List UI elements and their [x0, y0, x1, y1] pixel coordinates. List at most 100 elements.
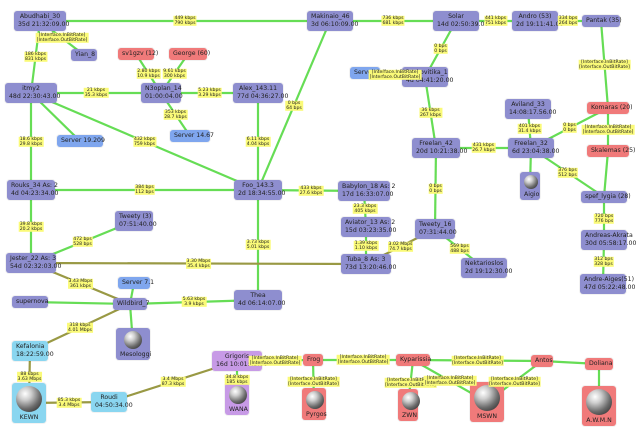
node-mesologgi[interactable]: Mesologgi — [116, 328, 152, 360]
node-name: Alex_143.11 — [238, 85, 278, 92]
node-aigio[interactable]: Aigio — [520, 172, 540, 200]
node-george[interactable]: George (60) — [169, 48, 210, 60]
node-name: Freelan_42 — [419, 140, 453, 147]
node-zwn[interactable]: ZWN — [398, 389, 420, 421]
rx-rate: 39.8 kbps — [19, 221, 43, 227]
node-name: Tweety_16 — [419, 221, 452, 228]
node-antos[interactable]: Antos — [531, 355, 553, 367]
globe-icon — [474, 385, 500, 411]
node-server19[interactable]: Server 19.209 — [57, 135, 105, 147]
tx-rate: 751 kbps — [484, 21, 507, 26]
rx-rate: 21 kbps — [86, 87, 106, 93]
node-kewn[interactable]: KEWN — [12, 383, 46, 423]
node-name: Mesologgi — [120, 351, 152, 358]
node-andro[interactable]: Andro (53)2d 19:11:41.00 — [512, 11, 563, 31]
link-skalemas-spef[interactable] — [602, 150, 610, 198]
rx-rate: 5.23 kbps — [198, 87, 221, 93]
node-wana[interactable]: WANA — [225, 383, 249, 415]
node-tweety3[interactable]: Tweety (3)07:51:40.00 — [115, 211, 157, 231]
node-name: Kyparissia — [400, 356, 432, 363]
node-name: spef_lygia (28) — [585, 193, 631, 200]
node-uptime: 2d 18:34:55.00 — [238, 190, 286, 197]
node-name: Antos — [535, 357, 553, 364]
node-frog[interactable]: Frog — [303, 354, 323, 366]
tx-rate: 74.7 kbps — [389, 246, 412, 252]
node-server14[interactable]: Server 14.67 — [170, 130, 214, 142]
rx-rate: [Interface.InBitRate] — [581, 59, 628, 65]
tx-rate: [Interface.OutBitRate] — [249, 360, 301, 366]
node-uptime: 4d 04:23:34.00 — [11, 190, 59, 197]
node-name: Freelan_32 — [514, 140, 548, 147]
node-name: MSWN — [476, 413, 497, 420]
node-server71[interactable]: Server 7.1 — [118, 277, 154, 289]
node-skalemas[interactable]: Skalemas (25) — [587, 145, 635, 157]
rx-rate: 3.73 kbps — [246, 239, 270, 245]
rx-rate: 720 bps — [594, 213, 614, 219]
node-kyparissia[interactable]: Kyparissia — [396, 354, 432, 366]
tx-rate: 5.01 kbps — [246, 245, 270, 250]
node-pyrgos[interactable]: Pyrgos — [302, 388, 327, 420]
tx-rate: 4.04 kbps — [246, 141, 270, 147]
node-supernova[interactable]: supernova — [12, 296, 48, 308]
node-name: itmy2 — [22, 85, 40, 92]
rx-rate: [Interface.InBitRate] — [371, 69, 419, 75]
node-komaras[interactable]: Komaras (20) — [587, 102, 633, 114]
node-wildbird[interactable]: Wildbird_7 — [113, 298, 149, 310]
node-pantak[interactable]: Pantak (35) — [582, 15, 622, 27]
node-awmn[interactable]: A.W.M.N — [582, 386, 616, 426]
tx-rate: 3.29 kbps — [198, 93, 221, 98]
rx-rate: 36 kbps — [421, 107, 440, 113]
rx-rate: 186 kbps — [24, 51, 47, 57]
tx-rate: 831 kbps — [24, 57, 47, 62]
node-doliana[interactable]: Doliana — [585, 358, 613, 370]
node-uptime: 35d 21:32:09.00 — [18, 21, 70, 28]
node-spef[interactable]: spef_lygia (28) — [581, 191, 631, 203]
node-name: Babylon_18 As: 2 — [342, 183, 396, 190]
tx-rate: 776 bps — [594, 218, 614, 224]
rx-rate: [Interface.InBitRate] — [454, 355, 501, 361]
node-yian[interactable]: Yian_8 — [71, 49, 97, 61]
tx-rate: 64 bps — [286, 105, 302, 111]
node-name: Tweety (3) — [119, 213, 152, 220]
node-andreaiges[interactable]: Andre-Aiges(51)47d 05:22:48.00 — [580, 274, 635, 294]
node-svigzv[interactable]: sv1gzv (12) — [118, 48, 158, 60]
node-name: Server 19.209 — [61, 137, 105, 144]
tx-rate: 528 bps — [73, 242, 92, 247]
tx-rate: 35.4 kbps — [187, 263, 210, 269]
rx-rate: 736 kbps — [382, 15, 404, 21]
node-name: ZWN — [402, 412, 417, 419]
node-name: Kefalonia — [16, 343, 45, 350]
node-mswn[interactable]: MSWN — [470, 382, 504, 422]
rx-rate: [Interface.InBitRate] — [426, 375, 474, 381]
